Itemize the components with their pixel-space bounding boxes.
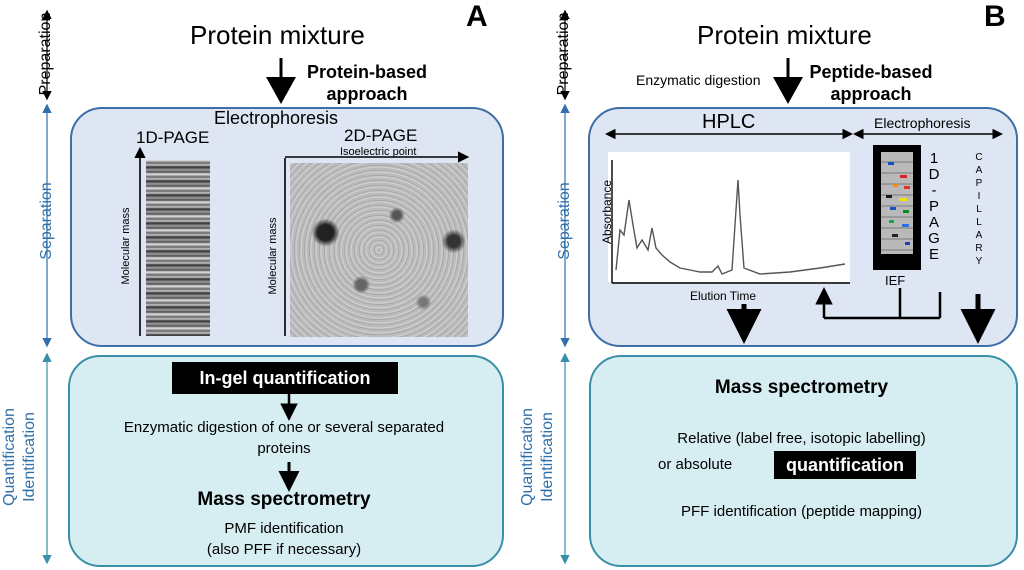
chromatogram-trace: [615, 179, 846, 275]
absolute-prefix: or absolute: [658, 456, 733, 473]
pff-identification-line: PFF identification (peptide mapping): [681, 503, 922, 520]
capillary-char: I: [977, 191, 981, 202]
page-char: 1: [929, 150, 939, 167]
capillary-char: P: [975, 178, 983, 189]
capillary-char: L: [976, 217, 982, 228]
isoelectric-point-label: Isoelectric point: [340, 146, 417, 158]
panel-b-title: Protein mixture: [697, 20, 872, 50]
capillary-char: R: [975, 243, 983, 254]
mass-spectrometry-b: Mass spectrometry: [714, 377, 889, 398]
quantification-badge: quantification: [774, 451, 916, 479]
capillary-char: A: [975, 230, 983, 241]
electrophoresis-label-a: Electrophoresis: [214, 108, 339, 128]
page-1d-label: 1D-PAGE: [136, 128, 210, 147]
page-char: -: [931, 182, 937, 199]
capillary-vertical-label: C A P I L L A R Y: [972, 151, 986, 268]
page-char: P: [928, 198, 939, 215]
page-char: E: [928, 246, 939, 263]
gel-2d-image: [290, 163, 468, 337]
capillary-char: L: [976, 204, 982, 215]
capillary-char: C: [975, 152, 983, 163]
page-1d-vertical-label: 1 D - P A G E: [926, 151, 942, 263]
digestion-line2: proteins: [257, 440, 311, 457]
capillary-char: Y: [975, 256, 983, 267]
gel-1d-image: [146, 160, 210, 336]
page-2d-label: 2D-PAGE: [344, 126, 418, 145]
pmf-line1: PMF identification: [224, 520, 344, 537]
ief-label: IEF: [885, 273, 906, 288]
pmf-line2: (also PFF if necessary): [206, 541, 362, 558]
elution-time-label: Elution Time: [690, 289, 757, 303]
in-gel-quantification-label: In-gel quantification: [172, 362, 398, 394]
enzymatic-digestion-label-b: Enzymatic digestion: [636, 72, 761, 88]
protein-approach-line2: approach: [326, 84, 408, 104]
protein-approach-line1: Protein-based: [306, 62, 428, 82]
capillary-char: A: [975, 165, 983, 176]
panel-b-letter: B: [984, 0, 1006, 33]
relative-quantification-line: Relative (label free, isotopic labelling…: [677, 430, 926, 447]
page-char: D: [928, 166, 940, 183]
chromatogram-panel: [608, 152, 850, 282]
mass-spectrometry-a: Mass spectrometry: [197, 489, 371, 510]
peptide-approach-line1: Peptide-based: [809, 62, 933, 82]
panel-a-letter: A: [466, 0, 488, 33]
peptide-approach-line2: approach: [830, 84, 912, 104]
quantification-box-b: [589, 355, 1018, 567]
hplc-label: HPLC: [702, 111, 756, 133]
page-char: G: [928, 230, 940, 247]
page-char: A: [928, 214, 939, 231]
panel-a-title: Protein mixture: [190, 20, 365, 50]
digestion-line1: Enzymatic digestion of one or several se…: [123, 419, 445, 436]
electrophoresis-label-b: Electrophoresis: [874, 115, 971, 131]
